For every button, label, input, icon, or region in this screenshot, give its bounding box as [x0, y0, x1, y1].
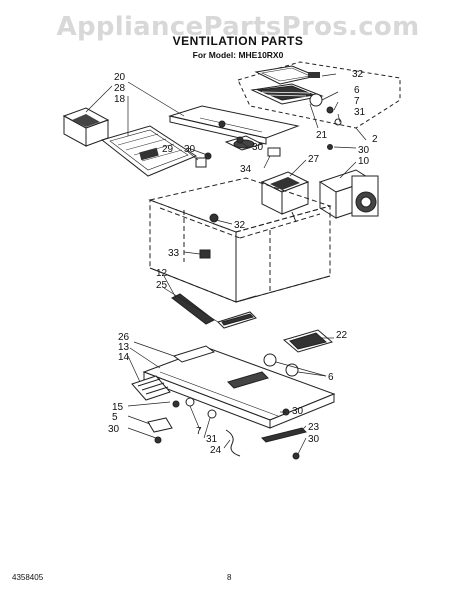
part-23	[261, 427, 307, 443]
part-34	[267, 147, 281, 157]
part-7-clip	[172, 400, 180, 408]
duct-part	[62, 107, 110, 147]
model-subtitle: For Model: MHE10RX0	[192, 50, 284, 60]
callout-label: 23	[308, 422, 320, 433]
callout-label: 25	[156, 280, 168, 291]
callout-label: 31	[206, 434, 218, 445]
callout-label: 30	[184, 144, 196, 155]
callout-label: 27	[308, 154, 320, 165]
callout-label: 28	[114, 83, 126, 94]
screw-icon	[154, 436, 162, 444]
callout-label: 29	[162, 144, 174, 155]
bottom-plate-part	[142, 345, 336, 429]
callout-label: 2	[372, 134, 378, 145]
callout-label: 32	[234, 220, 246, 231]
part-group-outline	[237, 61, 401, 129]
watermark: AppliancePartsPros.com	[56, 12, 420, 42]
callout-label: 18	[114, 94, 126, 105]
part-29	[195, 157, 207, 168]
callout-label: 30	[292, 406, 304, 417]
callout-label: 21	[316, 130, 328, 141]
cabinet-frame-solid	[149, 232, 331, 303]
callout-label: 7	[196, 426, 202, 437]
document-number: 4358405	[12, 573, 44, 582]
callout-label: 10	[358, 156, 370, 167]
page-number: 8	[227, 573, 232, 582]
callout-label: 12	[156, 268, 168, 279]
lens-part	[263, 353, 277, 367]
callout-label: 32	[352, 69, 364, 80]
screw-icon	[204, 152, 212, 160]
callout-label: 6	[354, 85, 360, 96]
top-panel-part	[168, 105, 300, 145]
callout-label: 20	[114, 72, 126, 83]
callout-label: 34	[240, 164, 252, 175]
callout-labels: 20 28 18 32 6 7 31 21 2 30 10 30 29 30 3…	[108, 69, 378, 456]
louver-plate-part	[100, 125, 198, 177]
callout-label: 26	[118, 332, 130, 343]
lens-part	[285, 363, 299, 377]
callout-label: 24	[210, 445, 222, 456]
callout-label: 22	[336, 330, 348, 341]
callout-label: 7	[354, 96, 360, 107]
screw-icon	[292, 452, 300, 460]
callout-label: 13	[118, 342, 130, 353]
callout-label: 30	[308, 434, 320, 445]
callout-label: 14	[118, 352, 130, 363]
part-32-screw	[209, 213, 219, 223]
fan-housing-part	[318, 169, 379, 219]
callout-label: 33	[168, 248, 180, 259]
callout-label: 30	[358, 145, 370, 156]
callout-label: 5	[112, 412, 118, 423]
callout-label: 31	[354, 107, 366, 118]
part-33-nut	[199, 249, 211, 259]
part-7	[185, 397, 195, 407]
part-31	[207, 409, 217, 419]
callout-label: 6	[328, 372, 334, 383]
screw-icon	[236, 136, 244, 144]
motor-part	[260, 171, 310, 223]
grille-part	[131, 375, 171, 401]
strip-part	[171, 293, 257, 329]
diagram-title: VENTILATION PARTS	[172, 34, 304, 48]
leader-lines	[85, 73, 367, 455]
callout-label: 30	[252, 142, 264, 153]
callout-label: 30	[108, 424, 120, 435]
vent-grille-part	[250, 65, 324, 105]
part-5	[147, 417, 173, 433]
wire-part	[225, 429, 241, 457]
part-22-inner	[289, 332, 328, 350]
callout-label: 15	[112, 402, 124, 413]
